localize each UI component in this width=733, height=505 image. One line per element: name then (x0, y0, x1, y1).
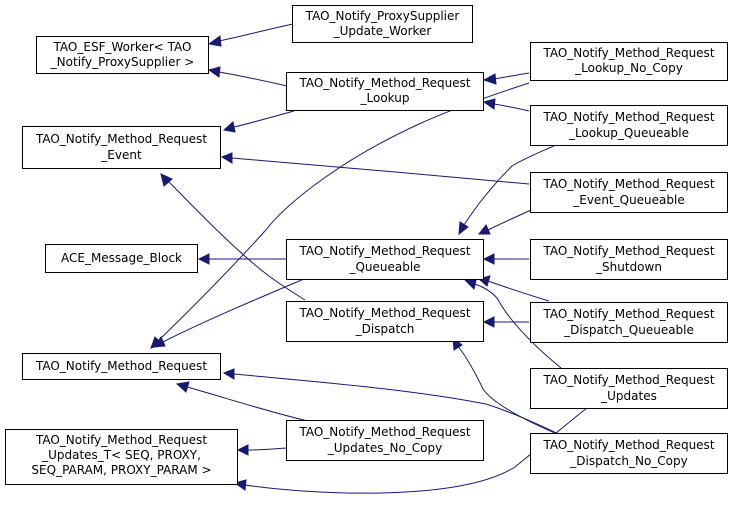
node-esf-worker-line-2: _Notify_ProxySupplier > (50, 55, 195, 69)
node-method-request-lookup-line-1: TAO_Notify_Method_Request (298, 76, 470, 90)
edge-shutdown-to-queueable (482, 253, 529, 265)
node-method-request-lookup-no-copy[interactable]: TAO_Notify_Method_Request _Lookup_No_Cop… (530, 42, 728, 81)
edge-event-queueable-to-event (220, 152, 530, 185)
edge-lookup-queueable-to-lookup (482, 98, 530, 112)
node-method-request-updates-no-copy-line-1: TAO_Notify_Method_Request (298, 425, 470, 439)
node-method-request-dispatch[interactable]: TAO_Notify_Method_Request _Dispatch (286, 301, 484, 342)
node-method-request-lookup-no-copy-line-2: _Lookup_No_Copy (574, 61, 683, 75)
edge-updates-no-copy-to-updates-t (236, 444, 288, 456)
node-method-request-dispatch-line-1: TAO_Notify_Method_Request (298, 306, 470, 320)
node-esf-worker[interactable]: TAO_ESF_Worker< TAO _Notify_ProxySupplie… (36, 36, 209, 74)
node-method-request-lookup-queueable-line-2: _Lookup_Queueable (568, 126, 689, 140)
node-method-request-event[interactable]: TAO_Notify_Method_Request _Event (22, 126, 221, 169)
edge-event-queueable-to-queueable (477, 209, 532, 235)
node-method-request-shutdown[interactable]: TAO_Notify_Method_Request _Shutdown (530, 239, 728, 280)
edge-proxy-supplier-update-worker-to-esf-worker (207, 23, 294, 47)
edge-dispatch-queueable-to-dispatch (482, 316, 529, 328)
node-method-request-lookup-line-2: _Lookup (360, 91, 410, 105)
node-method-request-dispatch-queueable-line-2: _Dispatch_Queueable (563, 323, 694, 337)
edge-updates-to-updates-t (233, 407, 588, 494)
node-method-request[interactable]: TAO_Notify_Method_Request (22, 353, 221, 380)
node-method-request-updates-t-line-2: _Updates_T< SEQ, PROXY, (41, 448, 201, 462)
node-method-request-dispatch-queueable-line-1: TAO_Notify_Method_Request (542, 307, 714, 321)
node-method-request-event-line-1: TAO_Notify_Method_Request (35, 132, 207, 146)
node-method-request-lookup-queueable[interactable]: TAO_Notify_Method_Request _Lookup_Queuea… (530, 105, 728, 146)
node-proxy-supplier-update-worker-line-2: _Update_Worker (333, 24, 432, 38)
edge-lookup-queueable-to-queueable (458, 144, 557, 236)
edge-updates-to-queueable (463, 279, 562, 369)
edge-lookup-no-copy-to-lookup (482, 72, 530, 85)
node-method-request-updates-t-line-3: SEQ_PARAM, PROXY_PARAM > (31, 463, 211, 477)
node-method-request-updates[interactable]: TAO_Notify_Method_Request _Updates (530, 368, 728, 409)
node-method-request-updates-t[interactable]: TAO_Notify_Method_Request _Updates_T< SE… (5, 429, 238, 485)
node-method-request-updates-no-copy[interactable]: TAO_Notify_Method_Request _Updates_No_Co… (286, 420, 484, 461)
node-method-request-lookup-no-copy-line-1: TAO_Notify_Method_Request (542, 46, 714, 60)
node-esf-worker-line-1: TAO_ESF_Worker< TAO (53, 40, 192, 54)
node-method-request-lookup-queueable-line-1: TAO_Notify_Method_Request (542, 110, 714, 124)
node-method-request-event-queueable[interactable]: TAO_Notify_Method_Request _Event_Queueab… (530, 172, 728, 213)
node-method-request-dispatch-no-copy-line-2: _Dispatch_No_Copy (569, 454, 687, 468)
node-ace-message-block[interactable]: ACE_Message_Block (45, 244, 198, 273)
edge-updates-no-copy-to-method-request (175, 381, 309, 422)
edge-lookup-to-esf-worker (207, 66, 288, 87)
node-method-request-updates-line-2: _Updates (600, 389, 657, 403)
node-method-request-updates-no-copy-line-2: _Updates_No_Copy (327, 441, 442, 455)
edge-queueable-to-ace-message-block (197, 253, 287, 265)
node-method-request-queueable-line-1: TAO_Notify_Method_Request (298, 244, 470, 258)
node-method-request-dispatch-line-2: _Dispatch (355, 322, 415, 336)
node-method-request-dispatch-no-copy-line-1: TAO_Notify_Method_Request (542, 438, 714, 452)
node-proxy-supplier-update-worker-line-1: TAO_Notify_ProxySupplier (305, 9, 460, 23)
node-method-request-updates-line-1: TAO_Notify_Method_Request (542, 373, 714, 387)
node-method-request-updates-t-line-1: TAO_Notify_Method_Request (35, 433, 207, 447)
node-method-request-dispatch-queueable[interactable]: TAO_Notify_Method_Request _Dispatch_Queu… (530, 302, 728, 343)
node-method-request-dispatch-no-copy[interactable]: TAO_Notify_Method_Request _Dispatch_No_C… (530, 433, 728, 474)
node-method-request-event-queueable-line-2: _Event_Queueable (572, 193, 685, 207)
node-ace-message-block-line-1: ACE_Message_Block (61, 251, 182, 265)
node-method-request-event-queueable-line-1: TAO_Notify_Method_Request (542, 177, 714, 191)
edge-dispatch-to-event (160, 173, 306, 301)
edge-dispatch-queueable-to-queueable (477, 275, 550, 302)
edge-lookup-to-event (222, 110, 295, 133)
node-method-request-queueable[interactable]: TAO_Notify_Method_Request _Queueable (286, 239, 484, 280)
node-method-request-lookup[interactable]: TAO_Notify_Method_Request _Lookup (286, 72, 484, 111)
node-method-request-shutdown-line-2: _Shutdown (595, 260, 662, 274)
edge-dispatch-no-copy-to-method-request (222, 368, 570, 440)
node-method-request-queueable-line-2: _Queueable (348, 260, 420, 274)
node-method-request-shutdown-line-1: TAO_Notify_Method_Request (542, 244, 714, 258)
node-method-request-line-1: TAO_Notify_Method_Request (35, 359, 207, 373)
node-method-request-event-line-2: _Event (100, 148, 142, 162)
node-proxy-supplier-update-worker[interactable]: TAO_Notify_ProxySupplier _Update_Worker (292, 5, 473, 43)
